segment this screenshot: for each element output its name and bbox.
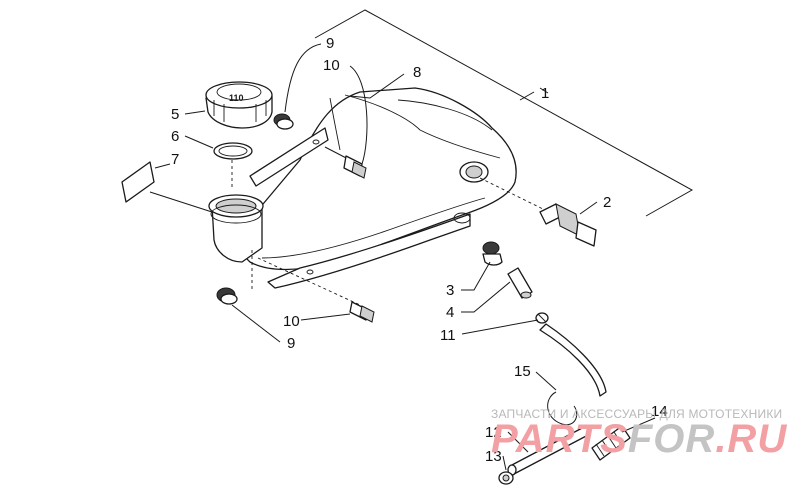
- fuel-cap: 110: [205, 81, 273, 129]
- hose-fitting: [507, 267, 533, 299]
- spring-clip: [547, 391, 578, 426]
- petcock: [482, 241, 503, 266]
- callout-4: 4: [446, 304, 454, 321]
- callout-9-upper: 9: [326, 35, 334, 52]
- callout-15: 15: [514, 363, 531, 380]
- watermark-logo-part3: .RU: [715, 417, 787, 461]
- callout-7: 7: [171, 151, 179, 168]
- hose-end-fitting: [498, 471, 514, 485]
- callout-12: 12: [485, 424, 502, 441]
- callout-labels: 1 2 3 4 5 6 7 8 9 9 10 10 11 12 13 14 15: [171, 35, 668, 465]
- bolt-upper: [324, 146, 367, 179]
- callout-5: 5: [171, 106, 179, 123]
- bolt-lower: [257, 257, 375, 323]
- callout-11: 11: [440, 327, 456, 344]
- watermark-logo: PARTSFOR.RU: [491, 417, 787, 461]
- leader-lines: [149, 43, 656, 471]
- callout-6: 6: [171, 128, 179, 145]
- assembly-bracket: [314, 9, 694, 217]
- grommet-lower: [216, 287, 238, 305]
- watermark: ЗАПЧАСТИ И АКСЕССУАРЫ ДЛЯ МОТОТЕХНИКИ PA…: [491, 407, 787, 461]
- callout-8: 8: [413, 64, 421, 81]
- callout-3: 3: [446, 282, 454, 299]
- fuel-hose: [539, 323, 607, 397]
- fuel-tank: [208, 87, 517, 289]
- corrugated-hose: [591, 425, 631, 461]
- watermark-tagline: ЗАПЧАСТИ И АКСЕССУАРЫ ДЛЯ МОТОТЕХНИКИ: [491, 407, 782, 421]
- grommet-upper: [273, 113, 294, 130]
- alignment-lines: [231, 160, 546, 290]
- hose-clamp-upper: [535, 312, 549, 324]
- callout-1: 1: [541, 85, 549, 102]
- callout-9-lower: 9: [287, 335, 295, 352]
- callout-10-lower: 10: [283, 313, 300, 330]
- watermark-logo-part1: PARTS: [491, 417, 628, 461]
- cap-marking-text: 110: [229, 93, 244, 103]
- decal: [121, 161, 155, 203]
- callout-2: 2: [603, 194, 611, 211]
- watermark-logo-part2: FOR: [628, 417, 715, 461]
- callout-13: 13: [485, 448, 502, 465]
- cap-gasket: [213, 142, 253, 160]
- callout-14: 14: [651, 403, 668, 420]
- fuel-fitting: [539, 203, 597, 247]
- callout-10-upper: 10: [323, 57, 340, 74]
